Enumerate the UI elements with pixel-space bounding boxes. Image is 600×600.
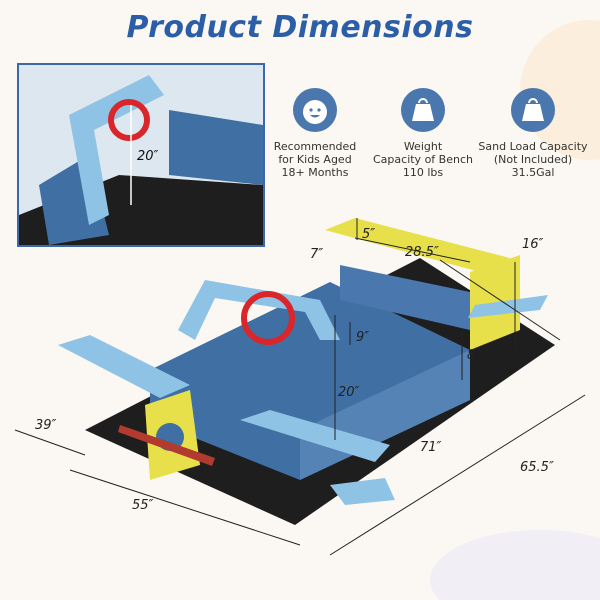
seat-to-floor-label: 20″ [338,385,360,400]
feature-text: (Not Included) [493,153,573,166]
bench-back-top [325,218,510,272]
bench-seat [340,265,470,330]
feature-text: Recommended [273,140,357,153]
steering-wheel [241,291,295,345]
bench-depth-label: 5″ [362,227,376,242]
right-wing [240,410,390,462]
decor-blob [430,530,600,600]
landing-ski [330,478,395,505]
feature-text: Weight [403,140,443,153]
overall-length-label: 65.5″ [520,460,554,475]
feature-age: Recommended for Kids Aged 18+ Months [260,88,370,179]
feature-text: 18+ Months [281,166,349,179]
feature-text: Capacity of Bench [373,153,473,166]
back-height-label: 16″ [522,237,544,252]
feature-text: 31.5Gal [511,166,555,179]
inset-wheel [108,99,150,141]
seat-height-label: 9″ [356,330,370,345]
page-title: Product Dimensions [126,10,474,45]
feature-sand-capacity: Sand Load Capacity (Not Included) 31.5Ga… [478,88,588,179]
left-wing [58,335,190,398]
overall-width-label: 55″ [132,498,154,513]
baby-face-icon [293,88,337,132]
box-length-label: 71″ [420,440,442,455]
feature-bench-capacity: Weight Capacity of Bench 110 lbs [368,88,478,179]
tail-wing [468,295,548,318]
dimension-lines [14,218,586,556]
feature-text: for Kids Aged [278,153,352,166]
inset-wall [169,110,263,185]
bench-side-label: 7″ [310,247,324,262]
feature-text: Sand Load Capacity [478,140,588,153]
inset-closeup: 20″ [17,63,265,247]
feature-text: 110 lbs [402,166,444,179]
mat-width-label: 39″ [35,418,57,433]
inset-windshield [69,75,164,225]
bench-width-label: 28.5″ [405,245,439,260]
windshield-frame [178,280,340,340]
inset-height-label: 20″ [137,149,159,164]
box-height-label: 8″ [467,348,481,363]
propeller [118,425,215,466]
weight-icon [511,88,555,132]
inset-illustration [19,75,263,245]
weight-icon [401,88,445,132]
